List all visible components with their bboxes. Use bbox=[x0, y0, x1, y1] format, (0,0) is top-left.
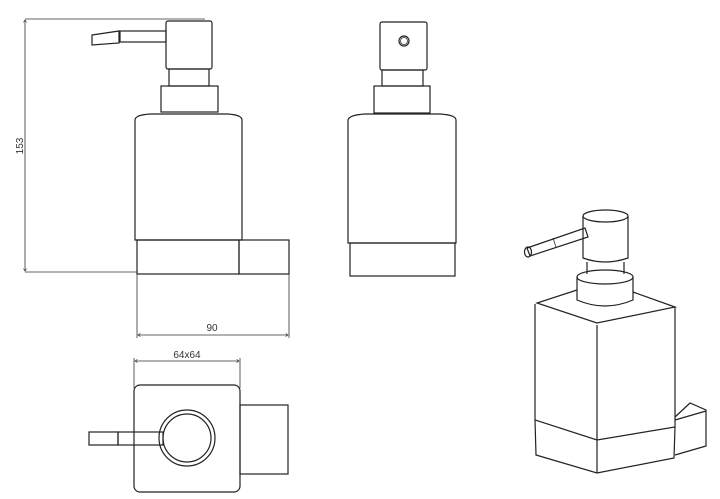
spout-hole bbox=[398, 35, 410, 47]
spout-arm bbox=[117, 431, 164, 446]
pump-neck bbox=[381, 69, 424, 87]
bottle-body bbox=[347, 113, 457, 244]
pump-collar bbox=[373, 85, 431, 114]
width-dimension-label: 90 bbox=[206, 323, 218, 334]
pump-collar bbox=[576, 277, 634, 307]
wall-bracket bbox=[238, 239, 290, 275]
pump-collar bbox=[160, 85, 219, 113]
isometric-view bbox=[523, 209, 707, 474]
top-view: 64x64 bbox=[88, 350, 289, 493]
pump-head-top bbox=[162, 413, 212, 463]
front-view: 153 90 bbox=[15, 18, 290, 338]
pump-neck bbox=[168, 68, 210, 87]
spout-joint bbox=[552, 237, 557, 248]
spout-hole-inner bbox=[400, 37, 408, 45]
holder-base bbox=[136, 239, 240, 275]
bottle-body bbox=[134, 113, 243, 241]
bottle-top-face bbox=[535, 289, 678, 324]
spout-tip bbox=[88, 431, 119, 446]
spout-tip bbox=[523, 246, 533, 258]
bottle-body bbox=[534, 304, 676, 441]
pump-head bbox=[582, 216, 629, 263]
spout-tip bbox=[91, 30, 120, 46]
wall-bracket bbox=[239, 404, 289, 475]
holder-base bbox=[534, 419, 676, 474]
collar-outer bbox=[158, 409, 216, 467]
holder-base bbox=[349, 242, 456, 277]
wall-bracket bbox=[674, 402, 707, 456]
pump-neck bbox=[586, 262, 625, 274]
height-dimension-label: 153 bbox=[15, 137, 26, 154]
pump-head-top bbox=[582, 209, 629, 223]
side-view bbox=[347, 21, 457, 277]
pump-collar-top bbox=[576, 269, 634, 285]
footprint-dimension-label: 64x64 bbox=[173, 350, 201, 361]
spout-arm bbox=[119, 30, 167, 43]
bottle-outline bbox=[133, 384, 241, 493]
pump-head bbox=[165, 20, 213, 70]
spout bbox=[526, 227, 589, 257]
